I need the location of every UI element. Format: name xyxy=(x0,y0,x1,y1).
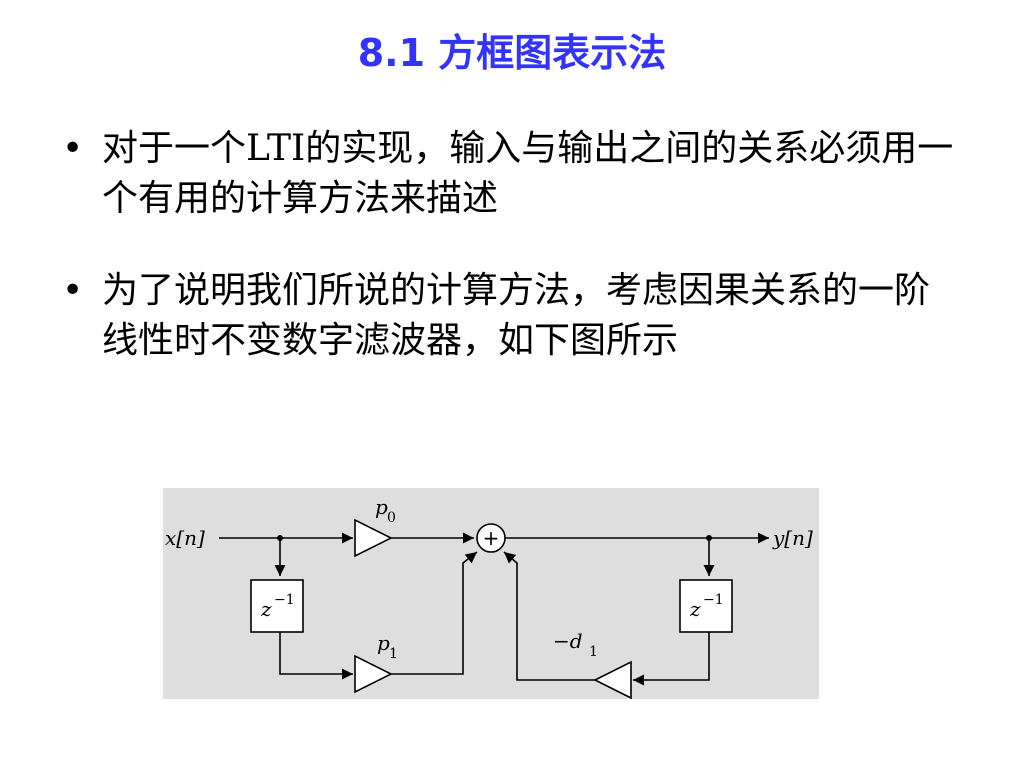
block-diagram: x[n] z −1 p 0 p 1 xyxy=(163,488,819,699)
gain-p0-label: p xyxy=(375,495,388,519)
bullet-text-1: 对于一个LTI的实现，输入与输出之间的关系必须用一个有用的计算方法来描述 xyxy=(102,128,954,219)
slide-title: 8.1 方框图表示法 xyxy=(357,31,667,75)
block-diagram-svg: x[n] z −1 p 0 p 1 xyxy=(165,495,813,699)
bullet-list: • 对于一个LTI的实现，输入与输出之间的关系必须用一个有用的计算方法来描述 •… xyxy=(62,124,962,366)
gain-d1-label: −d xyxy=(553,629,583,653)
delay-left-exp: −1 xyxy=(274,592,295,608)
delay-right-exp: −1 xyxy=(703,592,724,608)
p1-to-adder xyxy=(391,551,478,675)
gain-p0-triangle xyxy=(354,518,393,558)
delay-left-base: z xyxy=(260,597,272,621)
gain-p1-triangle xyxy=(354,654,393,694)
bullet-marker: • xyxy=(62,270,84,311)
bullet-item-2: • 为了说明我们所说的计算方法，考虑因果关系的一阶线性时不变数字滤波器，如下图所… xyxy=(62,266,962,366)
bullet-marker: • xyxy=(62,128,84,169)
gain-d1-sub: 1 xyxy=(589,644,598,660)
bullet-text-2: 为了说明我们所说的计算方法，考虑因果关系的一阶线性时不变数字滤波器，如下图所示 xyxy=(102,270,931,361)
delay-block-right xyxy=(679,579,733,633)
delay-left-to-p1 xyxy=(279,632,353,680)
output-label: y[n] xyxy=(772,526,813,550)
input-label: x[n] xyxy=(165,526,205,550)
bullet-item-1: • 对于一个LTI的实现，输入与输出之间的关系必须用一个有用的计算方法来描述 xyxy=(62,124,962,224)
delay-block-left xyxy=(250,579,304,633)
d1-to-adder xyxy=(503,551,595,681)
gain-p0-sub: 0 xyxy=(387,510,396,526)
adder-symbol: + xyxy=(483,526,500,550)
gain-p1-sub: 1 xyxy=(389,646,398,662)
gain-d1-triangle xyxy=(593,660,632,699)
delay-right-base: z xyxy=(689,597,701,621)
delay-right-to-d1 xyxy=(633,632,710,686)
gain-p1-label: p xyxy=(377,631,390,655)
